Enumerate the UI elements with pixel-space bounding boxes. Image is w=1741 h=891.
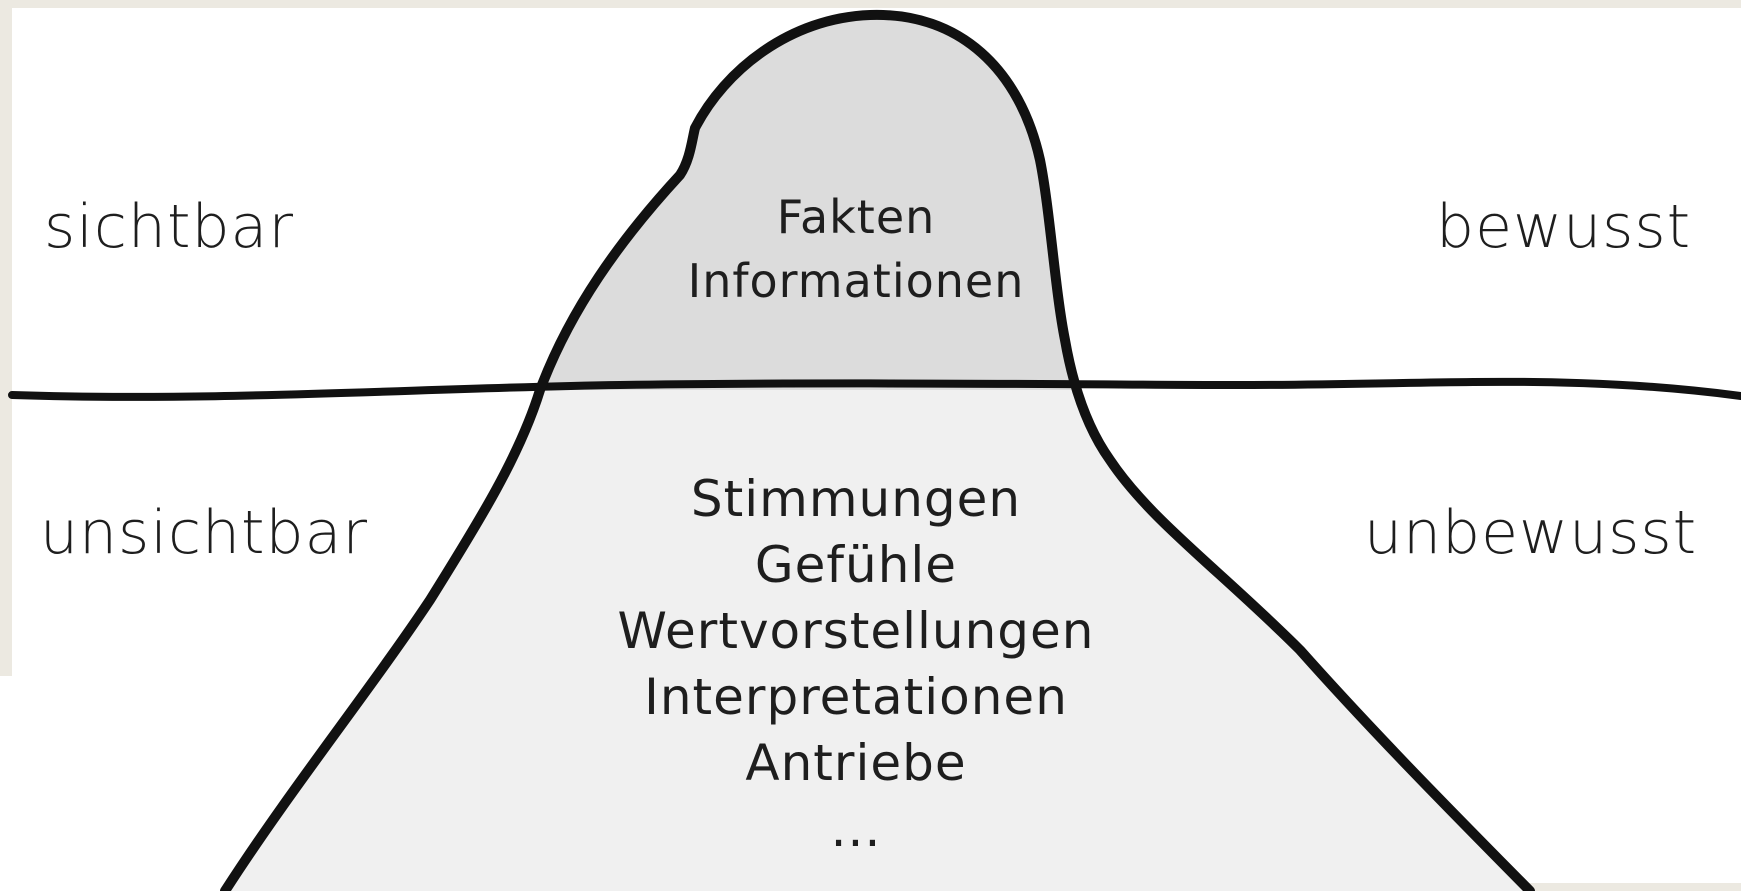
water-line — [8, 377, 1741, 401]
above-water-text: Fakten Informationen — [506, 185, 1206, 313]
item-gefuehle: Gefühle — [754, 536, 958, 594]
item-stimmungen: Stimmungen — [690, 470, 1022, 528]
item-ellipsis: ... — [830, 800, 882, 858]
label-visible: sichtbar — [44, 192, 294, 262]
iceberg-below-water — [225, 390, 1530, 891]
item-informationen: Informationen — [687, 254, 1025, 308]
item-antriebe: Antriebe — [745, 734, 967, 792]
item-fakten: Fakten — [776, 190, 936, 244]
below-water-text: Stimmungen Gefühle Wertvorstellungen Int… — [506, 466, 1206, 862]
label-invisible: unsichtbar — [40, 498, 369, 568]
label-conscious: bewusst — [1436, 192, 1692, 262]
item-interpretationen: Interpretationen — [644, 668, 1068, 726]
item-wertvorstellungen: Wertvorstellungen — [617, 602, 1095, 660]
iceberg-above-water — [540, 14, 1075, 390]
label-unconscious: unbewusst — [1364, 498, 1698, 568]
iceberg-outline — [220, 9, 1535, 891]
